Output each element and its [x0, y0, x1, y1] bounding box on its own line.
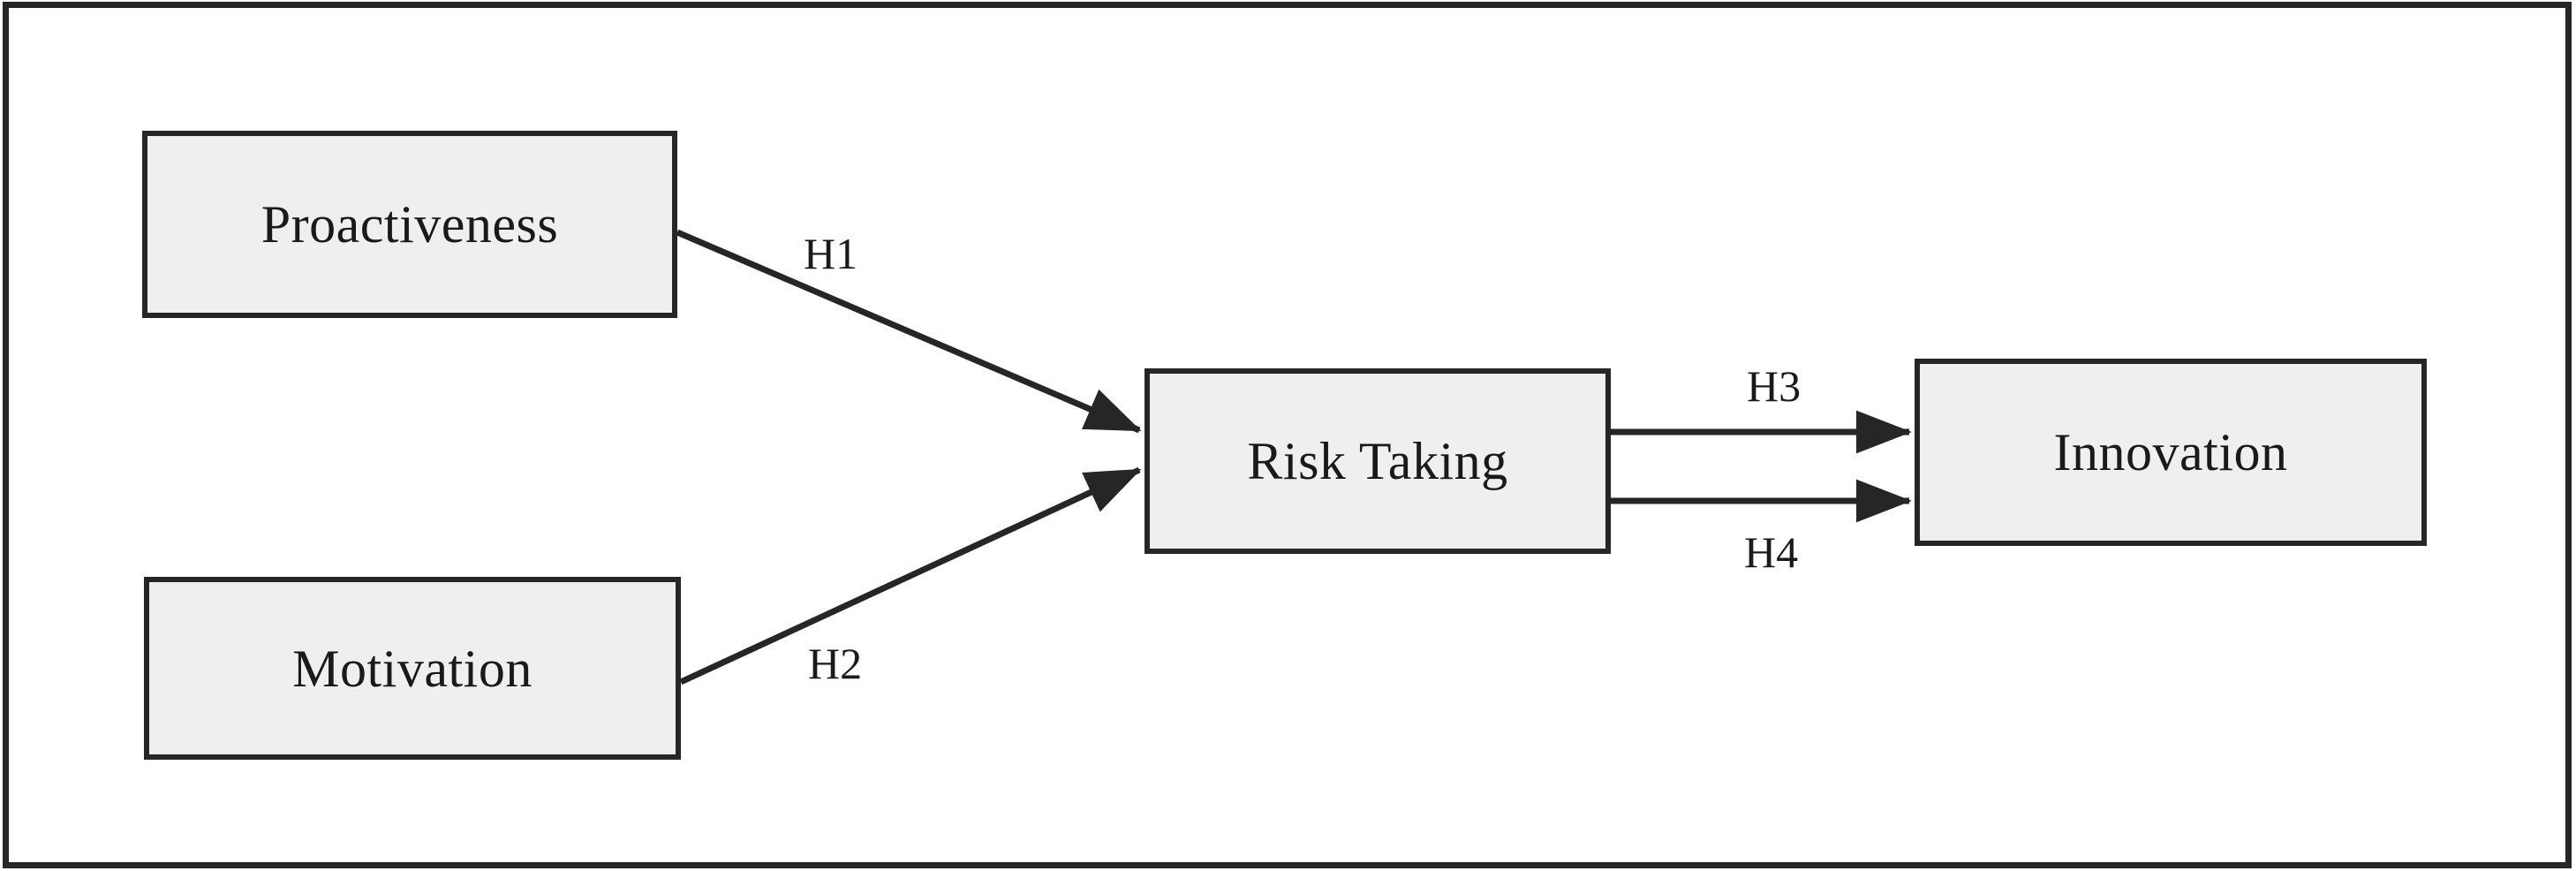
node-proactiveness-label: Proactiveness: [261, 195, 559, 254]
node-innovation[interactable]: Innovation: [1915, 359, 2427, 546]
edge-label-h4: H4: [1744, 527, 1799, 577]
node-risk-taking[interactable]: Risk Taking: [1144, 368, 1611, 554]
edge-label-h2: H2: [808, 639, 863, 688]
node-motivation[interactable]: Motivation: [144, 577, 681, 760]
node-motivation-label: Motivation: [292, 639, 533, 698]
node-innovation-label: Innovation: [2053, 423, 2288, 481]
edge-label-h1: H1: [804, 229, 858, 278]
node-proactiveness[interactable]: Proactiveness: [142, 131, 677, 318]
node-risk-taking-label: Risk Taking: [1247, 432, 1508, 490]
edge-label-h3: H3: [1747, 361, 1802, 411]
